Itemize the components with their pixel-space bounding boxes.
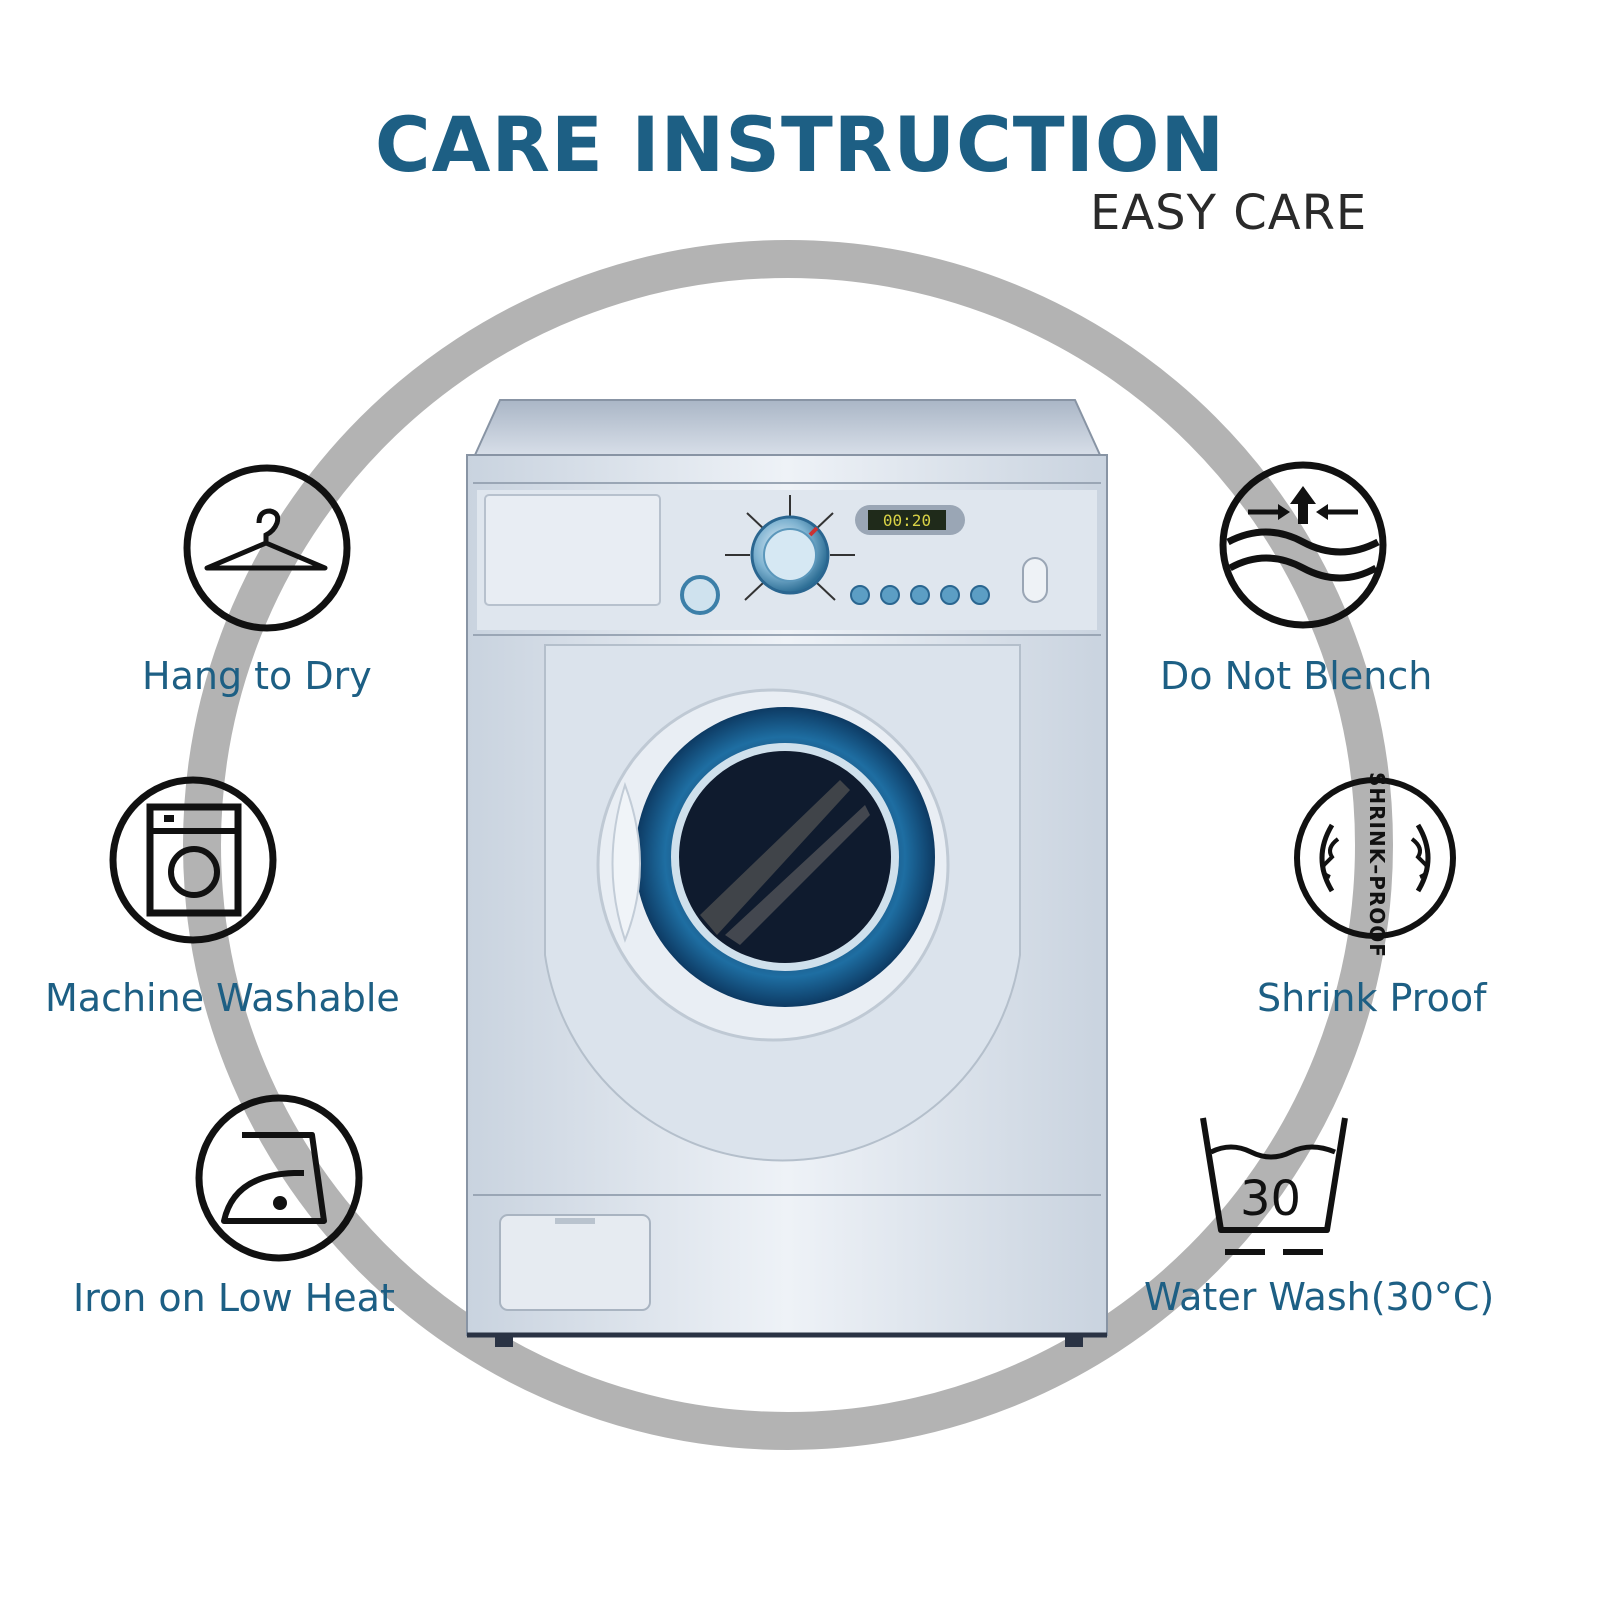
care-label-water-wash: Water Wash(30°C) xyxy=(1144,1275,1495,1319)
shrink-proof-icon xyxy=(1294,777,1456,939)
wash-tub-icon xyxy=(1200,1117,1348,1255)
care-label-machine-washable: Machine Washable xyxy=(45,976,400,1020)
hanger-icon xyxy=(183,464,351,632)
care-label-do-not-bleach: Do Not Blench xyxy=(1160,654,1433,698)
washing-machine-icon xyxy=(109,776,277,944)
care-label-shrink-proof: Shrink Proof xyxy=(1257,976,1487,1020)
care-label-iron-low-heat: Iron on Low Heat xyxy=(73,1276,395,1320)
shrink-proof-badge-text: SHRINK–PROOF xyxy=(1365,772,1389,958)
washing-machine-illustration: 00:20 xyxy=(466,399,1108,1347)
care-label-hang-to-dry: Hang to Dry xyxy=(142,654,372,698)
no-bleach-icon xyxy=(1219,461,1387,629)
page-subtitle: EASY CARE xyxy=(1090,185,1368,241)
timer-display: 00:20 xyxy=(883,511,931,530)
iron-icon xyxy=(195,1094,363,1262)
page-title: CARE INSTRUCTION xyxy=(374,100,1226,189)
wash-temperature-badge: 30 xyxy=(1240,1171,1302,1227)
